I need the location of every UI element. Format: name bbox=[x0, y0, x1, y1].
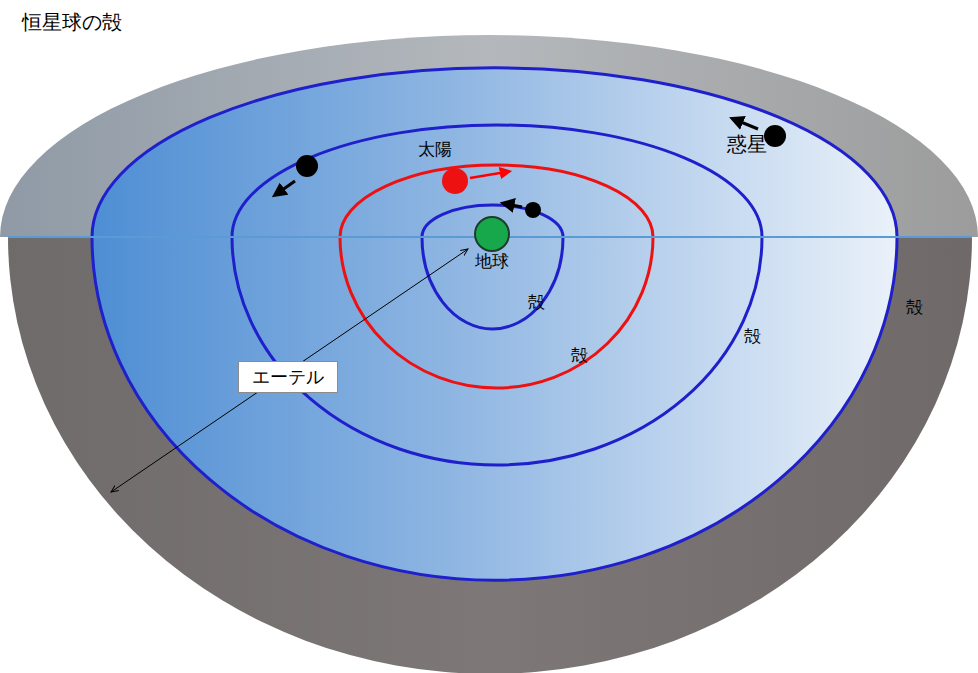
motion-arrow bbox=[470, 172, 506, 178]
planet bbox=[764, 125, 786, 147]
planet-shell bbox=[422, 205, 563, 329]
label-box: エーテル bbox=[238, 361, 338, 393]
star-sphere-label: 恒星球の殻 bbox=[22, 10, 122, 34]
shell-label: 殻 bbox=[571, 345, 588, 365]
earth-label: 地球 bbox=[475, 251, 509, 271]
ether-region bbox=[92, 68, 897, 580]
planet-shell bbox=[232, 125, 762, 465]
sun-shell bbox=[340, 165, 653, 388]
planet bbox=[525, 202, 541, 218]
sun-label: 太陽 bbox=[418, 139, 452, 159]
shell-label: 殻 bbox=[906, 297, 923, 317]
motion-arrow bbox=[507, 204, 522, 207]
motion-arrow bbox=[736, 120, 758, 129]
sun bbox=[442, 168, 468, 194]
shell-label: 殻 bbox=[528, 292, 545, 312]
earth bbox=[475, 217, 509, 251]
planet bbox=[296, 155, 318, 177]
planet-shell bbox=[92, 68, 897, 580]
radius-arrow bbox=[111, 249, 468, 492]
box-text: エーテル bbox=[252, 366, 324, 388]
planet-label: 惑星 bbox=[727, 132, 767, 156]
shell-label: 殻 bbox=[744, 326, 761, 346]
motion-arrow bbox=[278, 181, 295, 193]
